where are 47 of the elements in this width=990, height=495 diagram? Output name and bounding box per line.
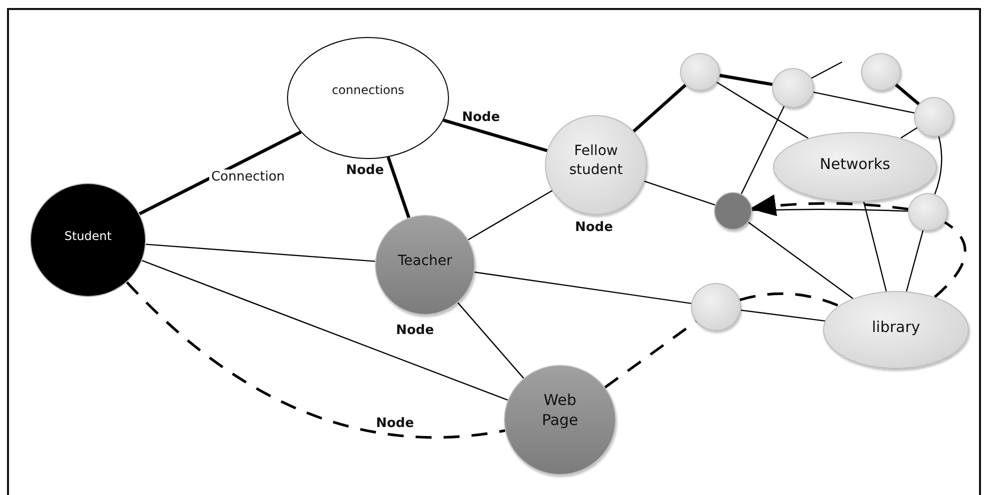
arrow [750, 194, 908, 216]
connector-line [863, 202, 887, 292]
node-label: Web Page [540, 390, 580, 430]
node-label: Networks [820, 154, 890, 174]
node-caption: Node [346, 163, 384, 178]
node-label: Fellow student [568, 142, 624, 180]
connector-line [740, 292, 840, 307]
connector-line [740, 310, 826, 322]
node-circle [914, 97, 954, 137]
node-caption: Node [575, 220, 613, 235]
connector-line [811, 61, 842, 79]
connector-line [126, 281, 506, 439]
connector-line [138, 130, 302, 216]
node-label: Teacher [398, 252, 452, 270]
connector-line [716, 82, 808, 139]
connector-line [644, 180, 716, 206]
connector-line [443, 118, 548, 152]
connector-line [474, 272, 692, 304]
node-label: library [872, 316, 920, 338]
connector-line [813, 92, 915, 114]
node-label: connections [332, 82, 404, 98]
node-circle [714, 192, 752, 230]
connector-line [719, 74, 773, 86]
node-label: Student [64, 228, 112, 244]
connector-line [146, 244, 376, 262]
node-circle [861, 53, 901, 91]
node-caption: Node [462, 110, 500, 125]
connector-line [740, 106, 785, 194]
connector-line [752, 208, 908, 212]
connector-line [468, 190, 552, 240]
connector-line [894, 83, 920, 106]
connector-line [906, 230, 924, 292]
node-caption: Node [376, 416, 414, 431]
connector-line [934, 221, 966, 298]
node-circle [908, 193, 948, 231]
node-circle [691, 283, 741, 331]
connector-line [900, 127, 918, 138]
node-circle [680, 53, 720, 91]
node-ellipse [773, 132, 937, 202]
connector-line [632, 84, 686, 132]
node-circle [772, 68, 814, 108]
connector-line [748, 222, 854, 299]
connector-line [386, 156, 410, 218]
connector-line [934, 136, 942, 194]
connector-line [142, 260, 508, 401]
node-caption: Node [396, 323, 434, 338]
connector-line [457, 302, 524, 379]
